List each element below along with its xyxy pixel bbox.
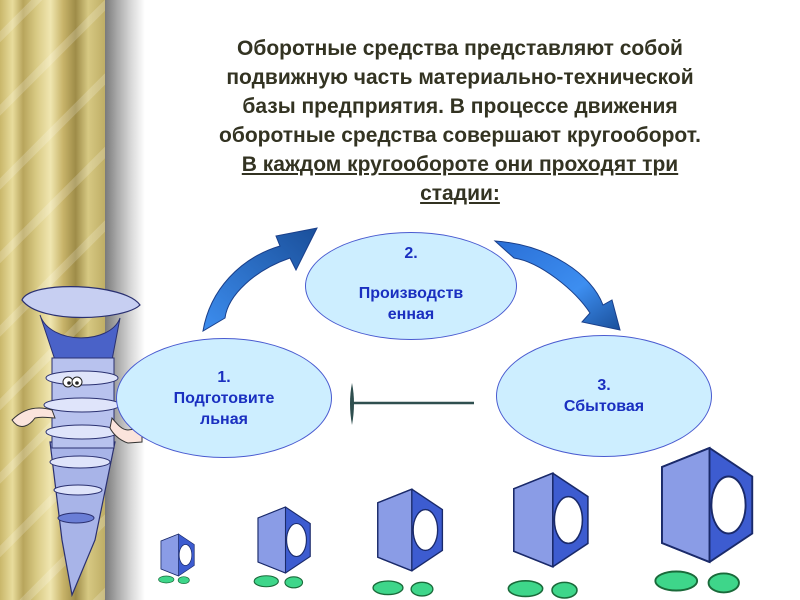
stage-label: Сбытовая <box>563 398 645 415</box>
nut-illustration-2 <box>253 506 311 589</box>
stage-3-ellipse: 3. Сбытовая <box>496 335 712 457</box>
screw-mascot <box>11 286 143 598</box>
stage-2-ellipse: 2. Производств енная <box>305 232 517 340</box>
title-line: оборотные средства совершают кругооборот… <box>219 124 701 147</box>
title-line: подвижную часть материально-технической <box>226 66 694 89</box>
title-line: Оборотные средства представляют собой <box>237 37 683 60</box>
title-line-underlined: В каждом кругообороте они проходят три <box>241 153 679 176</box>
stage-1-ellipse: 1. Подготовите льная <box>116 338 332 458</box>
stage-label: енная <box>387 306 435 323</box>
nut-illustration-5 <box>654 446 754 594</box>
arrow-stage1-to-stage2 <box>202 227 318 332</box>
arrow-stage3-to-stage1 <box>350 383 474 425</box>
nut-illustration-1 <box>158 533 195 585</box>
stage-label: льная <box>200 410 248 428</box>
stage-label: Подготовите <box>173 389 275 407</box>
stage-number: 2. <box>404 245 418 262</box>
title-line-underlined: стадии: <box>420 182 500 205</box>
stage-number: 3. <box>597 377 611 394</box>
title-line: базы предприятия. В процессе движения <box>242 95 678 118</box>
nut-illustration-4 <box>507 472 589 599</box>
slide-title: Оборотные средства представляют собой по… <box>140 34 780 208</box>
arrow-stage2-to-stage3 <box>493 240 621 331</box>
stage-number: 1. <box>217 368 231 386</box>
nut-illustration-3 <box>372 488 444 597</box>
stage-label: Производств <box>358 285 464 302</box>
